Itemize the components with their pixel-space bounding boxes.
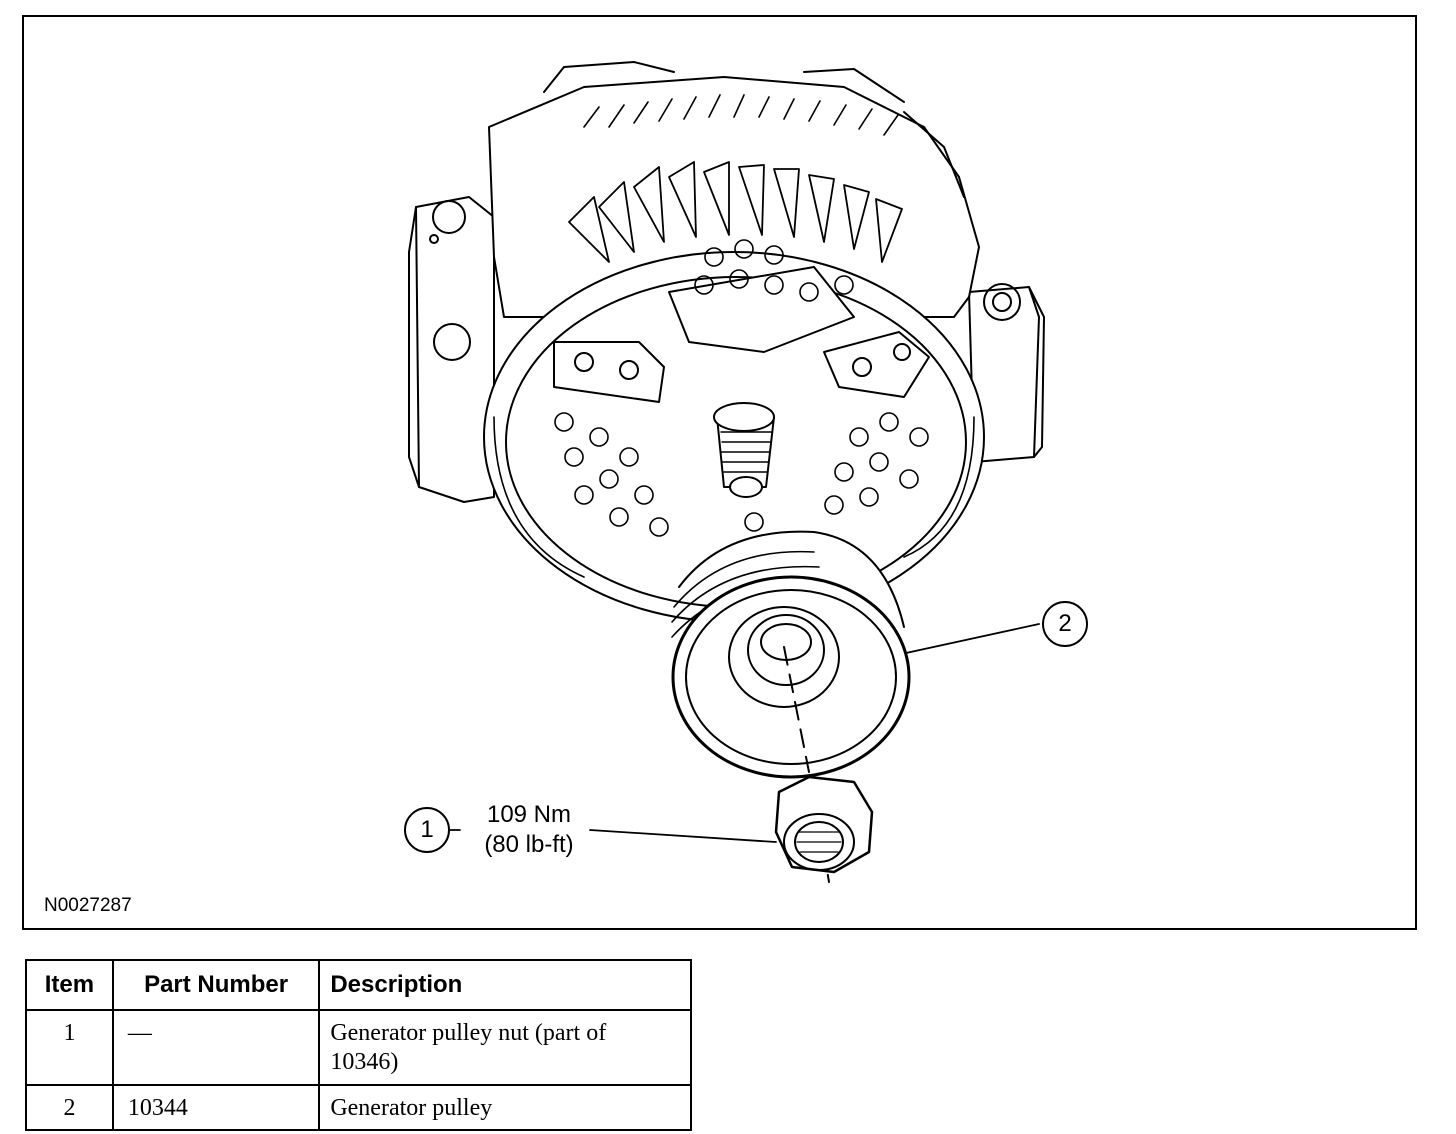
torque-lbft: (80 lb-ft) bbox=[484, 831, 574, 858]
header-item: Item bbox=[25, 959, 114, 1011]
header-description: Description bbox=[318, 959, 692, 1011]
generator-pulley-drawing bbox=[671, 530, 911, 779]
table-row: 2 10344 Generator pulley bbox=[25, 1084, 692, 1131]
callout-1-number: 1 bbox=[420, 816, 434, 843]
callout-1: 1 bbox=[404, 807, 450, 853]
rotor-shaft bbox=[713, 402, 775, 498]
torque-spec: 109 Nm (80 lb-ft) bbox=[464, 800, 594, 860]
figure-id: N0027287 bbox=[44, 895, 132, 916]
cooling-fins bbox=[568, 161, 903, 263]
callout-2-leader bbox=[905, 623, 1040, 654]
table-row: 1 — Generator pulley nut (part of 10346) bbox=[25, 1009, 692, 1086]
callout-1-leader bbox=[589, 829, 777, 843]
left-mounting-ear bbox=[408, 196, 495, 503]
torque-nm: 109 Nm bbox=[486, 801, 572, 828]
row-part-number: — bbox=[111, 1009, 321, 1086]
figure-frame: 2 1 109 Nm (80 lb-ft) N0027287 bbox=[22, 15, 1417, 930]
callout-2: 2 bbox=[1042, 601, 1088, 647]
parts-table-header: Item Part Number Description bbox=[25, 959, 692, 1011]
rear-housing bbox=[488, 61, 980, 318]
header-part-number: Part Number bbox=[111, 959, 321, 1011]
generator-illustration bbox=[408, 61, 1045, 883]
row-part-number: 10344 bbox=[111, 1084, 321, 1131]
vent-holes bbox=[554, 239, 929, 537]
row-description: Generator pulley bbox=[318, 1084, 692, 1131]
row-item: 2 bbox=[25, 1084, 114, 1131]
row-item: 1 bbox=[25, 1009, 114, 1086]
callout-2-number: 2 bbox=[1058, 610, 1072, 637]
row-description: Generator pulley nut (part of 10346) bbox=[318, 1009, 692, 1086]
pulley-nut-drawing bbox=[774, 775, 874, 874]
parts-table: Item Part Number Description 1 — Generat… bbox=[25, 959, 692, 1131]
